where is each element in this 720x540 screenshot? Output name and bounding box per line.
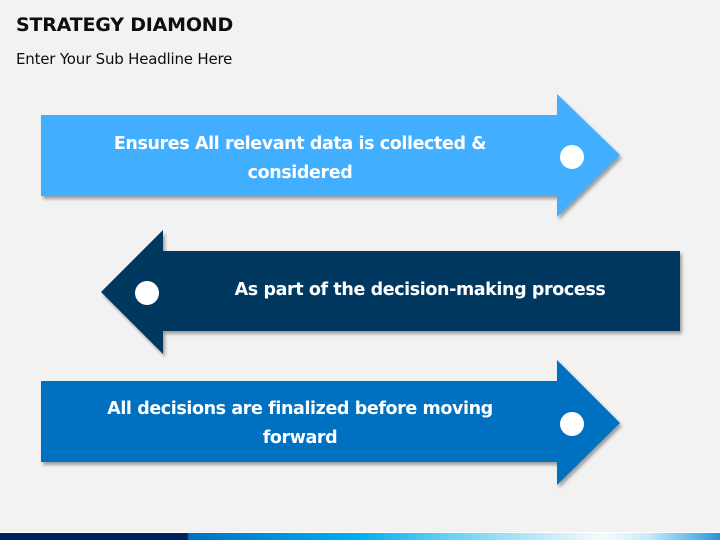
footer-divider	[0, 532, 720, 533]
arrow-2-dot-icon	[135, 281, 159, 305]
arrow-1-dot-icon	[560, 145, 584, 169]
slide-title: STRATEGY DIAMOND	[16, 14, 234, 36]
arrow-2-text: As part of the decision-making process	[200, 276, 640, 305]
arrow-2-shape	[101, 230, 680, 354]
arrow-1-line-1: Ensures All relevant data is collected &	[113, 134, 487, 154]
arrow-3-line-1: All decisions are finalized before movin…	[107, 399, 493, 419]
arrow-3-dot-icon	[560, 412, 584, 436]
footer-gradient-bar	[0, 533, 720, 540]
arrow-2-line-1: As part of the decision-making process	[234, 280, 606, 300]
arrow-1-line-2: considered	[247, 163, 353, 183]
slide-subtitle: Enter Your Sub Headline Here	[16, 50, 233, 68]
arrow-3-line-2: forward	[262, 428, 338, 448]
arrow-1-shape	[41, 94, 620, 217]
arrow-3-shape	[41, 360, 620, 485]
arrow-1-text: Ensures All relevant data is collected &…	[60, 130, 540, 188]
arrow-3-text: All decisions are finalized before movin…	[60, 395, 540, 453]
